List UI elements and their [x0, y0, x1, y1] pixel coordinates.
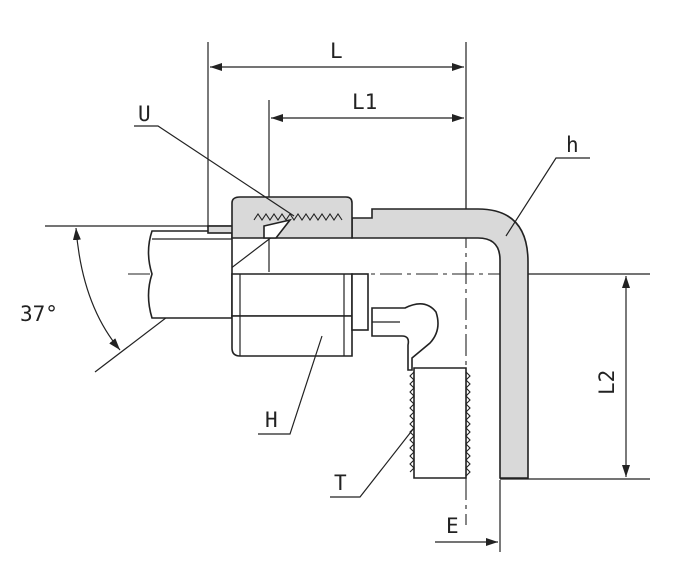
label-T: T — [334, 471, 347, 495]
label-angle: 37° — [20, 302, 58, 326]
label-E: E — [446, 514, 459, 538]
dimension-L1: L1 — [271, 90, 464, 122]
dimension-L2: L2 — [595, 276, 630, 477]
label-h: h — [566, 133, 579, 157]
label-L: L — [330, 39, 343, 63]
label-U: U — [138, 102, 151, 126]
nut — [231, 196, 369, 357]
nut-thread — [253, 213, 343, 221]
male-thread — [409, 371, 471, 477]
dimension-L: L — [210, 39, 464, 71]
elbow-body — [351, 208, 529, 479]
elbow-port — [371, 303, 439, 371]
label-L1: L1 — [352, 90, 377, 114]
extension-lines — [45, 42, 650, 552]
leader-lines — [134, 125, 590, 498]
label-L2: L2 — [595, 370, 619, 395]
label-H: H — [265, 408, 278, 432]
dimension-E: E — [435, 514, 498, 546]
ferrule — [263, 218, 293, 239]
